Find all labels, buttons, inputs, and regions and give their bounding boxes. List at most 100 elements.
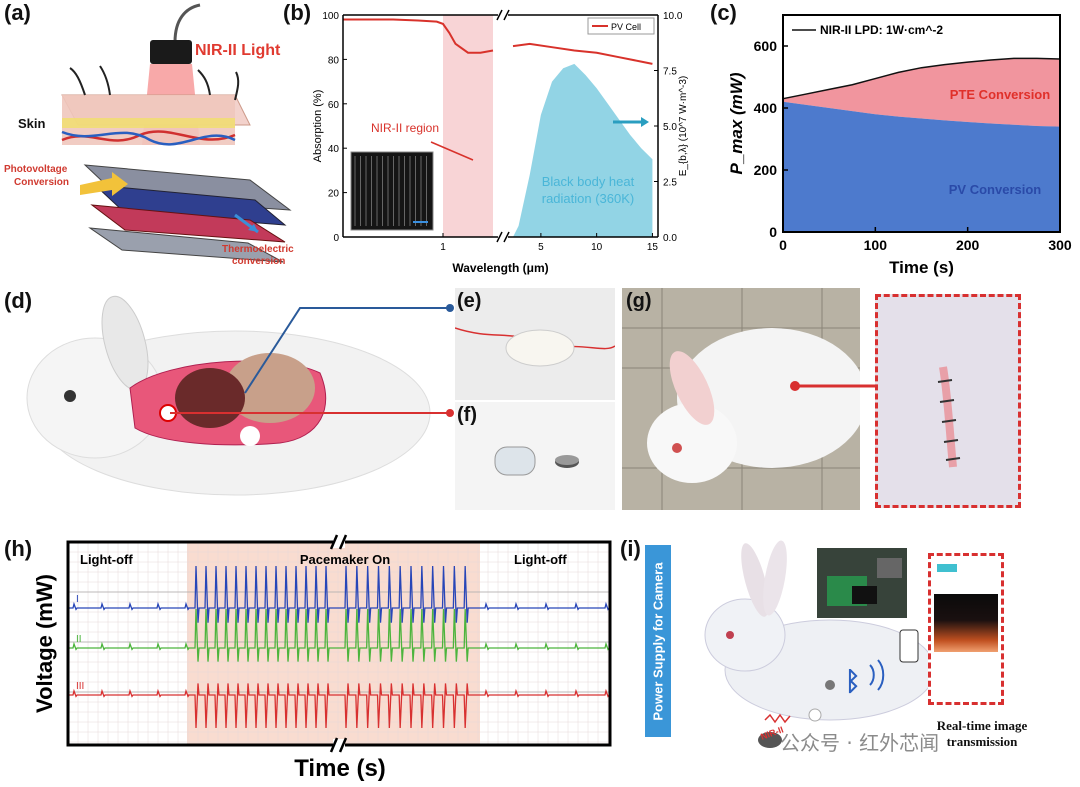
pv-cell-line-right [512, 42, 653, 65]
bluetooth-icon: ᛒ [845, 666, 861, 696]
xlabel-b: Wavelength (μm) [452, 261, 548, 275]
xtick-label-10: 10 [591, 242, 603, 253]
intestines [225, 353, 315, 423]
ytick-left-label-60: 60 [328, 100, 340, 111]
photo-g-rabbit [622, 288, 860, 510]
panel-h-letter: (h) [4, 536, 33, 561]
area-label-pte: PTE Conversion [950, 87, 1050, 102]
power-supply-text: Power Supply for Camera [650, 561, 666, 721]
nir-region-band [443, 15, 493, 237]
ytick-left-label-20: 20 [328, 189, 340, 200]
phone-icon [899, 629, 919, 663]
ytick-label-c-400: 400 [754, 100, 778, 116]
te-label-2: conversion [232, 256, 285, 267]
break-1b [338, 737, 348, 753]
panel-b-letter: (b) [283, 0, 312, 25]
ylabel-h: Voltage (mW) [32, 574, 57, 713]
xtick-label-c-100: 100 [864, 237, 888, 253]
inset-photo [350, 151, 434, 231]
panel-e-letter: (e) [457, 290, 482, 312]
legend-label-c: NIR-II LPD: 1W·cm^-2 [820, 23, 943, 37]
axis-break-0b [503, 9, 510, 21]
break-0b [338, 534, 348, 550]
axis-break-0a [496, 9, 503, 21]
ytick-label-c-0: 0 [769, 224, 777, 240]
photo-g-incision [875, 294, 1021, 508]
ecg-trace-III [68, 683, 610, 729]
panel-a-letter: (a) [4, 0, 31, 25]
power-supply-label: Power Supply for Camera [645, 545, 671, 737]
ytick-label-c-200: 200 [754, 162, 778, 178]
caption-i: Real-time image transmission [912, 718, 1052, 750]
lead-label-I: I [76, 594, 79, 605]
axis-break-1a [496, 231, 503, 243]
te-label-1: Thermoelectric [222, 244, 294, 255]
ytick-left-label-40: 40 [328, 144, 340, 155]
watermark: 公众号 · 红外芯闻 [780, 731, 940, 755]
liver [175, 368, 245, 428]
ytick-right-label-0.0: 0.0 [663, 233, 677, 244]
skin-label: Skin [18, 116, 46, 131]
lead-label-II: II [76, 634, 82, 645]
ecg-trace-I [68, 565, 610, 623]
panel-d-letter: (d) [4, 288, 33, 313]
caption-i-line2: transmission [946, 734, 1018, 749]
legend-label-pv: PV Cell [611, 22, 641, 32]
photo-f [455, 402, 615, 510]
ytick-right-label-2.5: 2.5 [663, 178, 677, 189]
ylabel-right-b: E_{b,λ} (10^7 W·m^-3) [678, 76, 689, 177]
annotation-blackbody-1: Black body heat [542, 174, 635, 189]
annotation-nir-arrow [430, 141, 474, 161]
panel-d-illustration [26, 295, 454, 496]
area-label-pv: PV Conversion [949, 182, 1042, 197]
plot-frame-c [782, 14, 1061, 233]
annotation-bb-arrowhead [641, 117, 649, 127]
region-label-0: Light-off [80, 552, 133, 567]
pv-arrow [80, 172, 128, 196]
break-1a [329, 737, 339, 753]
pv-label-1: Photovoltage [4, 164, 68, 175]
rabbit-eye [64, 390, 76, 402]
ytick-left-label-0: 0 [333, 233, 339, 244]
panel-i-letter: (i) [620, 536, 641, 561]
pv-area [783, 101, 1060, 232]
nir-light-label: NIR-II Light [195, 42, 281, 59]
pte-area [783, 58, 1060, 127]
panel-a-illustration: NIR-II Light Skin Photovoltage Conversio… [4, 3, 294, 267]
camera-photo [817, 548, 907, 618]
xtick-label-c-300: 300 [1048, 237, 1072, 253]
xtick-label-5: 5 [538, 242, 544, 253]
panel-g-letter: (g) [626, 290, 652, 312]
lead-label-III: III [76, 681, 84, 692]
xtick-label-c-0: 0 [779, 237, 787, 253]
light-cable [173, 3, 201, 43]
xtick-label-15: 15 [647, 242, 659, 253]
xlabel-h: Time (s) [294, 755, 386, 782]
ytick-left-label-80: 80 [328, 55, 340, 66]
legend-box-b [587, 17, 655, 35]
xtick-label-1: 1 [440, 242, 446, 253]
annotation-nir-region: NIR-II region [371, 121, 439, 135]
pv-label-2: Conversion [14, 177, 69, 188]
annotation-blackbody-2: radiation (360K) [542, 191, 635, 206]
photo-e [455, 288, 615, 400]
pv-cell-line-left [343, 18, 494, 54]
total-power-line [782, 57, 1061, 100]
caption-i-line1: Real-time image [936, 718, 1028, 733]
light-source [150, 40, 192, 64]
xlabel-c: Time (s) [889, 258, 954, 277]
panel-c-letter: (c) [710, 0, 737, 25]
phone-screen [928, 553, 1004, 705]
ytick-right-label-5.0: 5.0 [663, 122, 677, 133]
ylabel-c: P_max (mW) [727, 72, 746, 174]
region-label-1: Pacemaker On [300, 552, 390, 567]
axis-break-1b [503, 231, 510, 243]
implant-site-2 [240, 426, 260, 446]
ylabel-left-b: Absorption (%) [312, 90, 324, 163]
ytick-left-label-100: 100 [322, 11, 339, 22]
ytick-right-label-10.0: 10.0 [663, 11, 683, 22]
pacemaker-region [187, 542, 480, 745]
